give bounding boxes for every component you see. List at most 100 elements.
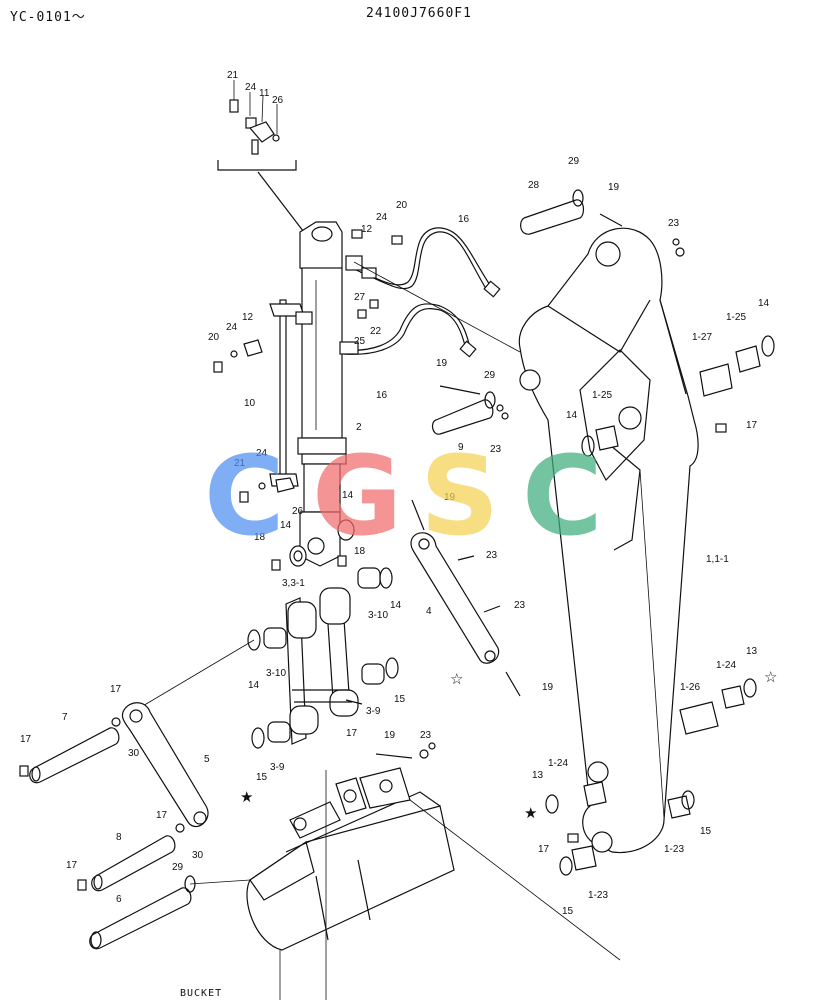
- callout-1-24-b: 1-24: [716, 660, 736, 671]
- callout-4: 4: [426, 606, 432, 617]
- callout-3-10-a: 3-10: [368, 610, 388, 621]
- spacer-bushings: [135, 567, 399, 749]
- callout-14-d: 14: [566, 410, 578, 421]
- callout-23-a: 23: [486, 550, 498, 561]
- callout-15-b: 15: [256, 772, 268, 783]
- callout-17-c: 17: [110, 684, 122, 695]
- watermark-letter-4: C: [522, 432, 603, 560]
- callout-1-23-a: 1-23: [664, 844, 684, 855]
- model-range-label: YC-0101～: [10, 10, 86, 25]
- callout-19-a: 19: [444, 492, 456, 503]
- callout-19-d: 19: [542, 682, 554, 693]
- bucket-h-link: [285, 587, 359, 745]
- callout-9: 9: [458, 442, 464, 453]
- part-number-label: 24100J7660F1: [366, 6, 472, 21]
- pins-7-8-6: [19, 717, 196, 950]
- callout-7: 7: [62, 712, 68, 723]
- callout-29-a: 29: [484, 370, 496, 381]
- callout-10: 10: [244, 398, 256, 409]
- callout-24-c: 24: [256, 448, 268, 459]
- callout-21-b: 21: [234, 458, 246, 469]
- callout-23-c: 23: [668, 218, 680, 229]
- callout-1-26: 1-26: [680, 682, 700, 693]
- top-detail-clamp: [217, 80, 311, 241]
- callout-12-a: 12: [361, 224, 373, 235]
- callout-30-b: 30: [192, 850, 204, 861]
- pins-and-bushings: [271, 189, 685, 571]
- callout-17-b: 17: [346, 728, 358, 739]
- callout-17-f: 17: [66, 860, 78, 871]
- callout-21-top: 21: [227, 70, 239, 81]
- callout-1-23-b: 1-23: [588, 890, 608, 901]
- callout-29-b: 29: [568, 156, 580, 167]
- callout-6: 6: [116, 894, 122, 905]
- callout-15-d: 15: [562, 906, 574, 917]
- callout-1-25-b: 1-25: [592, 390, 612, 401]
- callout-13-a: 13: [532, 770, 544, 781]
- callout-15-c: 15: [700, 826, 712, 837]
- callout-24-a: 24: [376, 212, 388, 223]
- callout-12-b: 12: [242, 312, 254, 323]
- callout-18-a: 18: [254, 532, 266, 543]
- star-outline-right: ☆: [764, 669, 777, 686]
- callout-27: 27: [354, 292, 366, 303]
- callout-30-a: 30: [128, 748, 140, 759]
- callout-23-e: 23: [420, 730, 432, 741]
- callout-17-g: 17: [538, 844, 550, 855]
- callout-1-1-1: 1,1-1: [706, 554, 729, 565]
- callout-20-a: 20: [396, 200, 408, 211]
- misc-bolts: [345, 229, 501, 759]
- callout-14-f: 14: [248, 680, 260, 691]
- bucket-caption: BUCKET: [180, 988, 223, 999]
- callout-3-9-b: 3-9: [270, 762, 285, 773]
- callout-23-b: 23: [490, 444, 502, 455]
- callout-3-9-a: 3-9: [366, 706, 381, 717]
- watermark-letter-2: G: [312, 432, 403, 560]
- callout-24-b: 24: [226, 322, 238, 333]
- hydraulic-hoses: [339, 227, 521, 358]
- callout-11: 11: [259, 88, 270, 99]
- callout-labels: 21 24 11 26 12 24 20 16 27 22 25 16 20 2…: [20, 70, 770, 917]
- boom-cylinder: [297, 221, 347, 567]
- clamp-assembly-left: [213, 299, 313, 503]
- callout-19-b: 19: [436, 358, 448, 369]
- callout-17-a: 17: [746, 420, 758, 431]
- bucket: [189, 767, 621, 1000]
- callout-8: 8: [116, 832, 122, 843]
- watermark-letter-3: S: [420, 432, 500, 560]
- callout-20-b: 20: [208, 332, 220, 343]
- callout-14-c: 14: [758, 298, 770, 309]
- callout-15-a: 15: [394, 694, 406, 705]
- callout-26-top: 26: [272, 95, 284, 106]
- callout-14-b: 14: [342, 490, 354, 501]
- arm-link: [410, 499, 521, 697]
- callout-1-25-a: 1-25: [726, 312, 746, 323]
- callout-19-c: 19: [608, 182, 620, 193]
- callout-17-e: 17: [156, 810, 168, 821]
- callout-23-d: 23: [514, 600, 526, 611]
- callout-2: 2: [356, 422, 362, 433]
- callout-3-3-1: 3,3-1: [282, 578, 305, 589]
- star-filled-left: ★: [240, 789, 253, 806]
- callout-29-c: 29: [172, 862, 184, 873]
- arm: [518, 227, 699, 854]
- callout-16-b: 16: [376, 390, 388, 401]
- callout-28: 28: [528, 180, 540, 191]
- star-outline-left: ☆: [450, 671, 463, 688]
- callout-25: 25: [354, 336, 366, 347]
- callout-13-b: 13: [746, 646, 758, 657]
- callout-24-top: 24: [245, 82, 257, 93]
- callout-17-d: 17: [20, 734, 32, 745]
- callout-14-e: 14: [390, 600, 402, 611]
- star-filled-right: ★: [524, 805, 537, 822]
- bucket-link: [121, 702, 209, 828]
- reference-markers: ★ ★ ☆ ☆: [240, 669, 777, 822]
- arm-bushings: [545, 335, 775, 876]
- watermark-letter-1: C: [204, 432, 285, 560]
- callout-19-e: 19: [384, 730, 396, 741]
- callout-1-24-a: 1-24: [548, 758, 568, 769]
- callout-16-a: 16: [458, 214, 470, 225]
- callout-22: 22: [370, 326, 382, 337]
